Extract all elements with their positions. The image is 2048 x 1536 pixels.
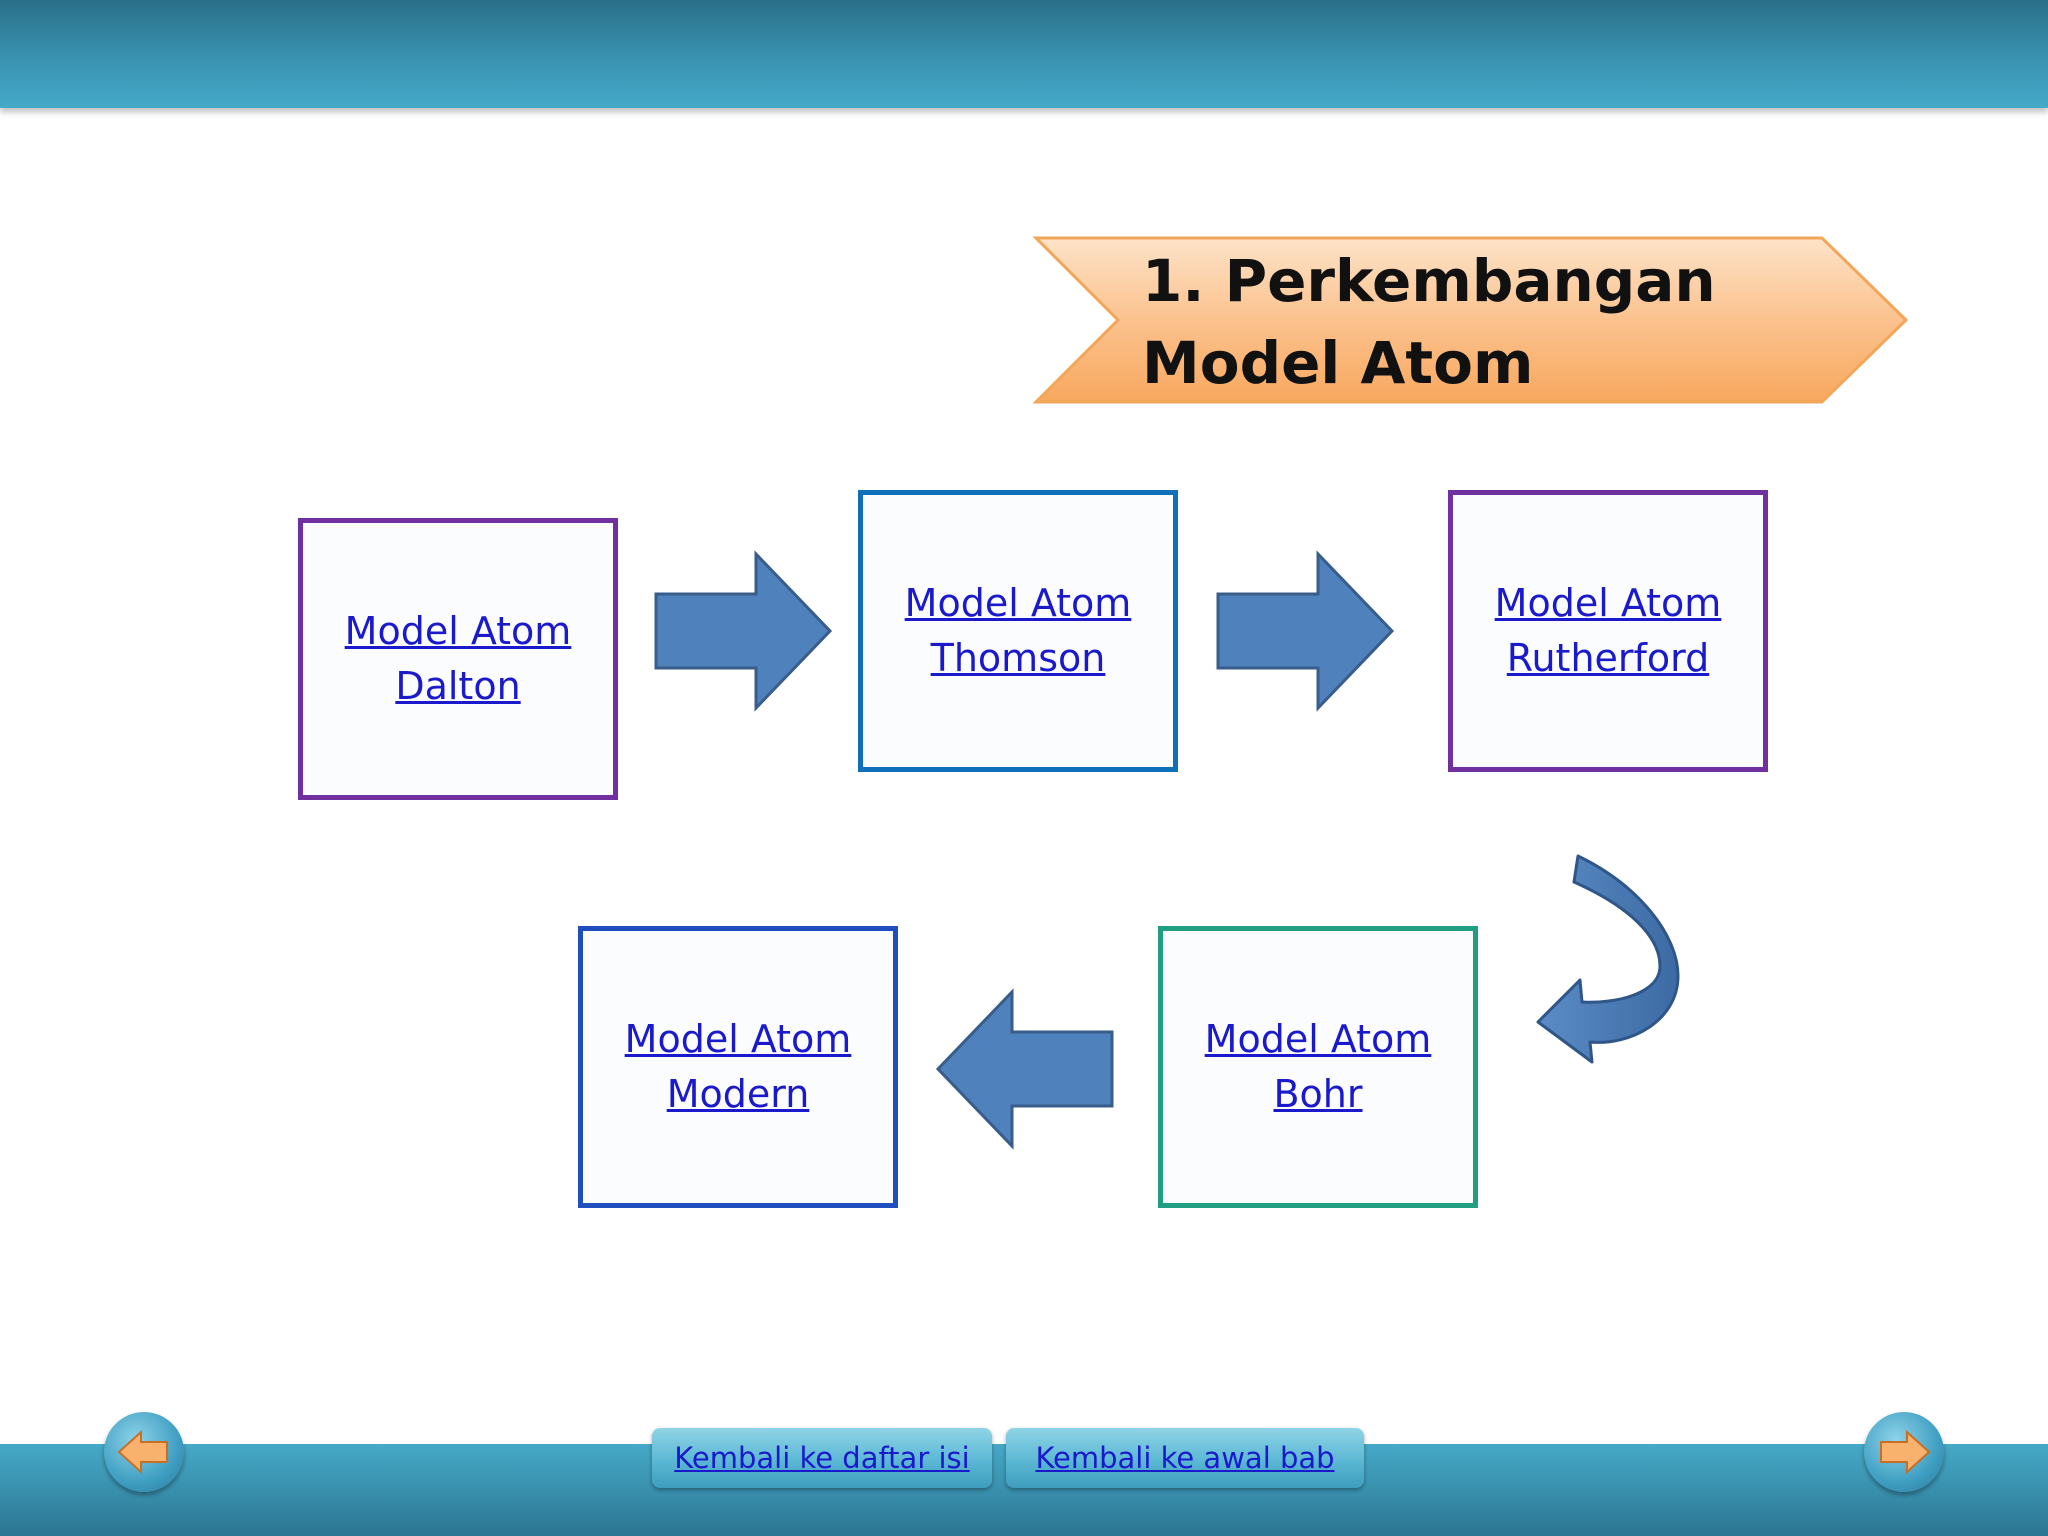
link-model-bohr-line1: Model Atom <box>1204 1017 1432 1061</box>
box-model-dalton: Model Atom Dalton <box>298 518 618 800</box>
box-model-rutherford: Model Atom Rutherford <box>1448 490 1768 772</box>
link-model-modern-line2: Modern <box>666 1072 810 1116</box>
link-model-modern[interactable]: Model Atom Modern <box>598 1012 878 1122</box>
box-model-modern: Model Atom Modern <box>578 926 898 1208</box>
link-model-dalton[interactable]: Model Atom Dalton <box>318 604 598 714</box>
link-model-modern-line1: Model Atom <box>624 1017 852 1061</box>
link-model-dalton-line1: Model Atom <box>344 609 572 653</box>
link-model-bohr-line2: Bohr <box>1273 1072 1363 1116</box>
slide-title: 1. Perkembangan Model Atom <box>1142 240 1862 404</box>
arrow-right-1 <box>654 550 833 712</box>
next-slide-button[interactable] <box>1864 1412 1944 1492</box>
arrow-left-1 <box>935 988 1114 1150</box>
arrow-right-icon <box>1880 1430 1931 1474</box>
link-model-thomson-line1: Model Atom <box>904 581 1132 625</box>
curved-arrow-down <box>1536 854 1680 1064</box>
back-to-chapter-start-button[interactable]: Kembali ke awal bab <box>1006 1428 1364 1488</box>
back-to-contents-button[interactable]: Kembali ke daftar isi <box>652 1428 992 1488</box>
arrow-right-2 <box>1216 550 1395 712</box>
banner-shape <box>1032 236 1909 404</box>
link-model-rutherford-line2: Rutherford <box>1506 636 1710 680</box>
box-model-thomson: Model Atom Thomson <box>858 490 1178 772</box>
link-model-thomson-line2: Thomson <box>930 636 1106 680</box>
back-to-contents-link[interactable]: Kembali ke daftar isi <box>674 1441 970 1475</box>
link-model-rutherford-line1: Model Atom <box>1494 581 1722 625</box>
link-model-thomson[interactable]: Model Atom Thomson <box>878 576 1158 686</box>
top-bar <box>0 0 2048 108</box>
link-model-bohr[interactable]: Model Atom Bohr <box>1178 1012 1458 1122</box>
title-banner: 1. Perkembangan Model Atom <box>1032 232 1912 408</box>
link-model-dalton-line2: Dalton <box>395 664 521 708</box>
arrow-left-icon <box>117 1430 168 1474</box>
back-to-chapter-start-link[interactable]: Kembali ke awal bab <box>1035 1441 1335 1475</box>
previous-slide-button[interactable] <box>104 1412 184 1492</box>
link-model-rutherford[interactable]: Model Atom Rutherford <box>1468 576 1748 686</box>
slide-title-line2: Model Atom <box>1142 329 1534 397</box>
box-model-bohr: Model Atom Bohr <box>1158 926 1478 1208</box>
slide-title-line1: 1. Perkembangan <box>1142 247 1716 315</box>
